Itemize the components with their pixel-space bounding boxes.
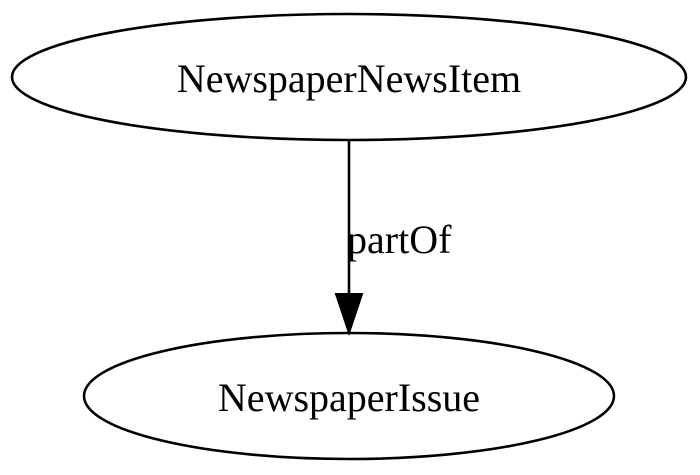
node-label: NewspaperNewsItem [177,56,521,101]
node-label: NewspaperIssue [218,375,480,420]
node-ellipse [82,331,616,461]
edge-label: partOf [347,217,452,262]
edge-part-of[interactable]: partOf [334,140,452,337]
arrowhead-icon [334,293,364,337]
node-newspaper-news-item[interactable]: NewspaperNewsItem [10,12,688,142]
node-newspaper-issue[interactable]: NewspaperIssue [82,331,616,461]
